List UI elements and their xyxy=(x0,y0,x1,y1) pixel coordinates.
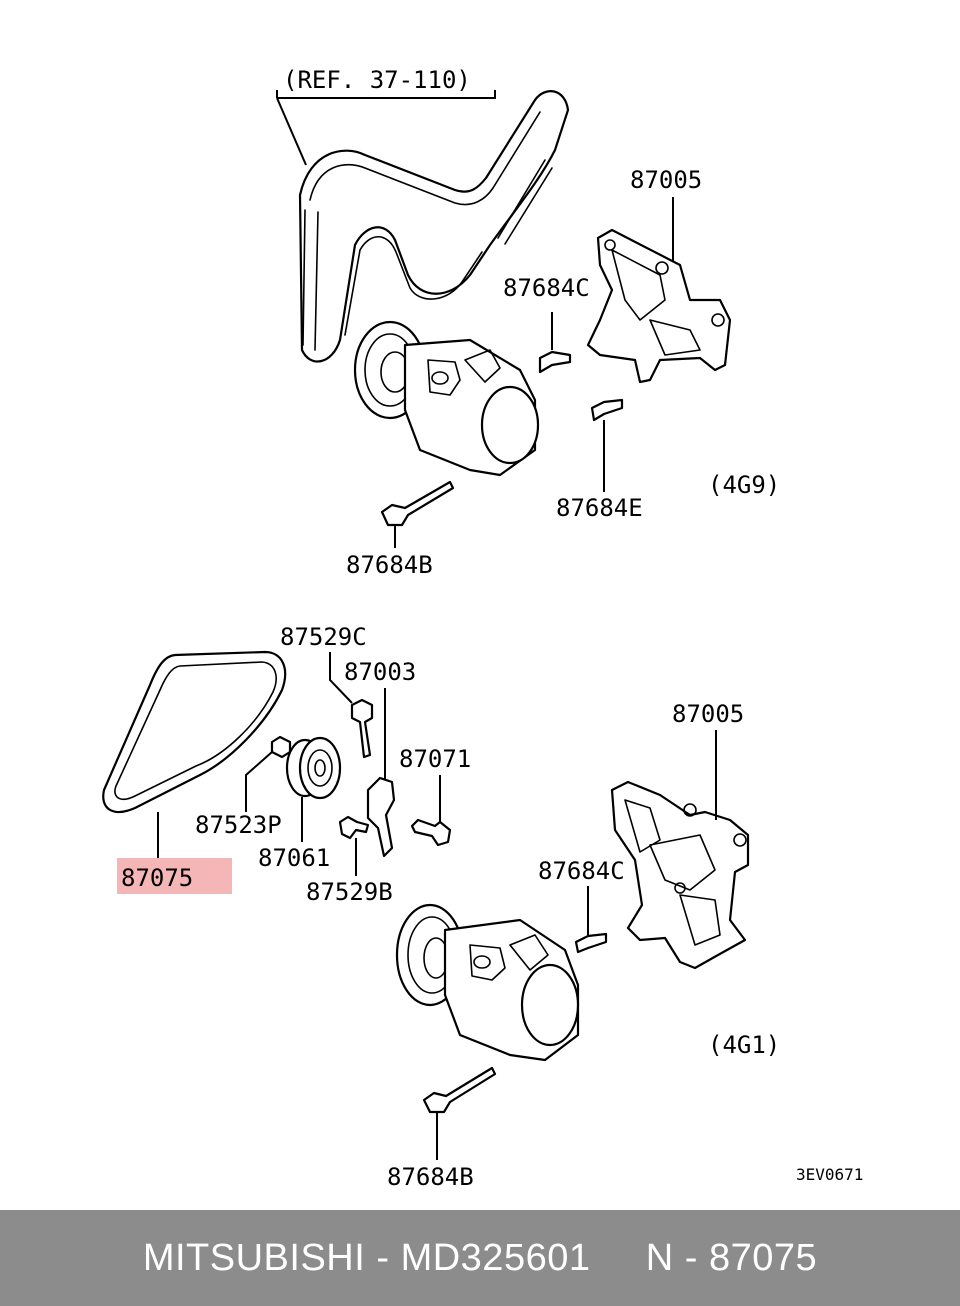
top-ac-compressor xyxy=(353,320,540,477)
footer-text: MITSUBISHI - MD325601 N - 87075 xyxy=(142,1236,818,1279)
idler-bolt-label: 87529C xyxy=(280,623,367,651)
belt-highlight xyxy=(117,858,232,894)
adjust-bolt-label: 87071 xyxy=(399,745,471,773)
pulley-bolt xyxy=(270,735,292,759)
top-bracket-label: 87005 xyxy=(630,166,702,194)
idler-bolt-leader xyxy=(329,652,353,704)
pulley-bolt-label: 87523P xyxy=(195,811,282,839)
ref-bracket xyxy=(276,90,496,99)
bottom-compressor-bracket xyxy=(610,780,750,970)
adjusting-bolt xyxy=(410,818,452,847)
top-bolt-c-label: 87684C xyxy=(503,274,590,302)
top-bolt-e xyxy=(590,398,624,492)
top-engine-label: (4G9) xyxy=(708,471,780,499)
bottom-bolt-b xyxy=(422,1066,497,1160)
bottom-bracket-label: 87005 xyxy=(672,700,744,728)
idler-pulley xyxy=(285,736,342,800)
top-bolt-c xyxy=(538,312,572,374)
bracket-bolt xyxy=(338,815,370,840)
parts-diagram: (REF. 37-110) 87005 87684C 87684E (4G9) xyxy=(102,66,863,1191)
pulley-label: 87061 xyxy=(258,844,330,872)
ref-label: (REF. 37-110) xyxy=(283,66,471,94)
bottom-engine-label: (4G1) xyxy=(708,1031,780,1059)
tensioner-bracket-label: 87003 xyxy=(344,658,416,686)
top-bolt-e-label: 87684E xyxy=(556,494,643,522)
pulley-bolt-leader xyxy=(245,751,273,812)
belt-part-label: 87075 xyxy=(121,864,193,892)
top-compressor-bracket xyxy=(586,228,732,384)
bottom-bolt-b-label: 87684B xyxy=(387,1163,474,1191)
ref-leader xyxy=(276,97,307,166)
part-number-footer: MITSUBISHI - MD325601 N - 87075 xyxy=(0,1210,960,1306)
idler-bolt xyxy=(350,698,374,759)
bottom-ac-compressor xyxy=(395,903,580,1062)
bottom-bolt-c-label: 87684C xyxy=(538,857,625,885)
tensioner-bracket xyxy=(366,776,396,858)
top-drive-belt xyxy=(298,90,570,363)
drive-belt-87075 xyxy=(102,650,287,814)
bracket-bolt-label: 87529B xyxy=(306,878,393,906)
top-bolt-b-label: 87684B xyxy=(346,551,433,579)
top-bolt-b xyxy=(380,480,455,548)
bottom-bolt-c xyxy=(574,886,608,954)
diagram-code: 3EV0671 xyxy=(796,1165,863,1184)
